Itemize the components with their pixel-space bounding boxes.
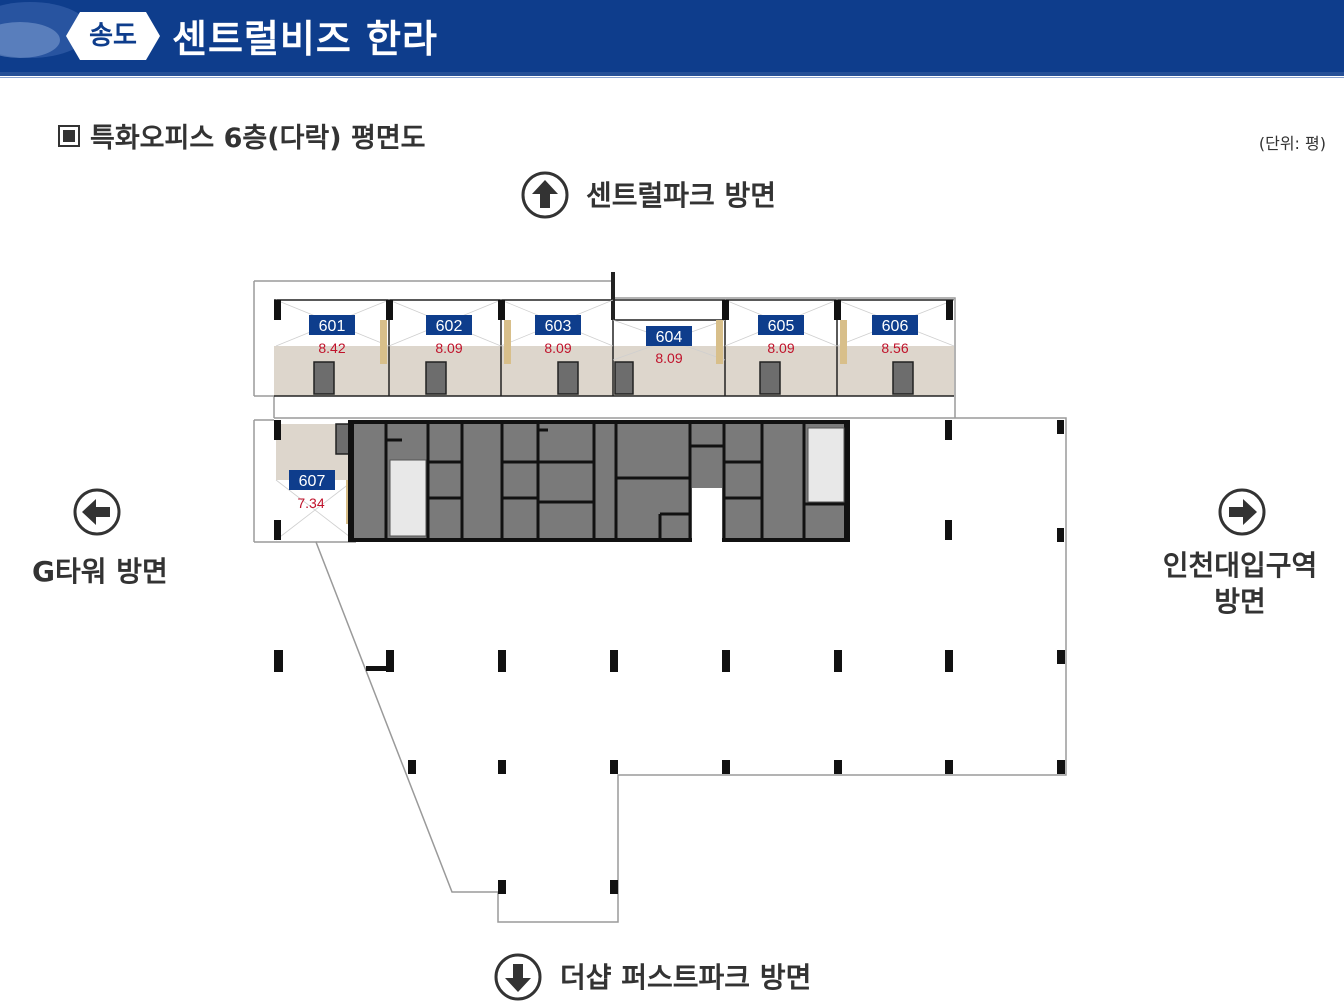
page-title: 센트럴비즈 한라 [172,17,438,61]
direction-north-label: 센트럴파크 방면 [586,179,777,212]
header-swirl-decoration [0,2,90,58]
room-602-number: 602 [436,318,463,335]
arrow-up-circle-icon [521,171,569,219]
room-607-number: 607 [299,473,326,490]
room-604-number: 604 [656,329,683,346]
direction-east-line1: 인천대입구역 [1162,549,1318,582]
header-bar [0,0,1344,72]
plan-title-text: 특화오피스 6층(다락) 평면도 [90,123,426,154]
arrow-right-circle-icon [1218,488,1266,536]
room-603-area: 8.09 [544,340,571,356]
header-underline-thin [0,77,1344,78]
room-605-area: 8.09 [767,340,794,356]
plan-title: 특화오피스 6층(다락) 평면도 [58,116,426,155]
room-604-area: 8.09 [655,350,682,366]
room-602-area: 8.09 [435,340,462,356]
direction-east-line2: 방면 [1214,585,1266,618]
room-606-number: 606 [882,318,909,335]
direction-east-label: 인천대입구역 방면 [1160,548,1320,620]
room-601-number: 601 [319,318,346,335]
arrow-left-circle-icon [73,488,121,536]
room-labels: 601 8.42 602 8.09 603 8.09 604 8.09 605 … [289,315,918,511]
structural-columns [274,300,1065,894]
room-601-area: 8.42 [318,340,345,356]
room-606-tag [872,315,918,335]
location-badge [66,12,160,60]
location-badge-label: 송도 [89,21,137,51]
direction-south-label: 더샵 퍼스트파크 방면 [560,961,812,994]
room-605-tag [758,315,804,335]
room-602-tag [426,315,472,335]
room-603-number: 603 [545,318,572,335]
room-603-tag [535,315,581,335]
room-605-number: 605 [768,318,795,335]
header-underline [0,72,1344,76]
room-607-area: 7.34 [297,495,324,511]
room-606-area: 8.56 [881,340,908,356]
building-core [348,420,850,542]
room-601-tag [309,315,355,335]
square-bullet-icon [58,124,80,147]
unit-label: (단위: 평) [1258,134,1326,153]
room-604-tag [646,326,692,346]
room-607-tag [289,470,335,490]
direction-west-label: G타워 방면 [32,555,168,588]
arrow-down-circle-icon [494,953,542,1001]
